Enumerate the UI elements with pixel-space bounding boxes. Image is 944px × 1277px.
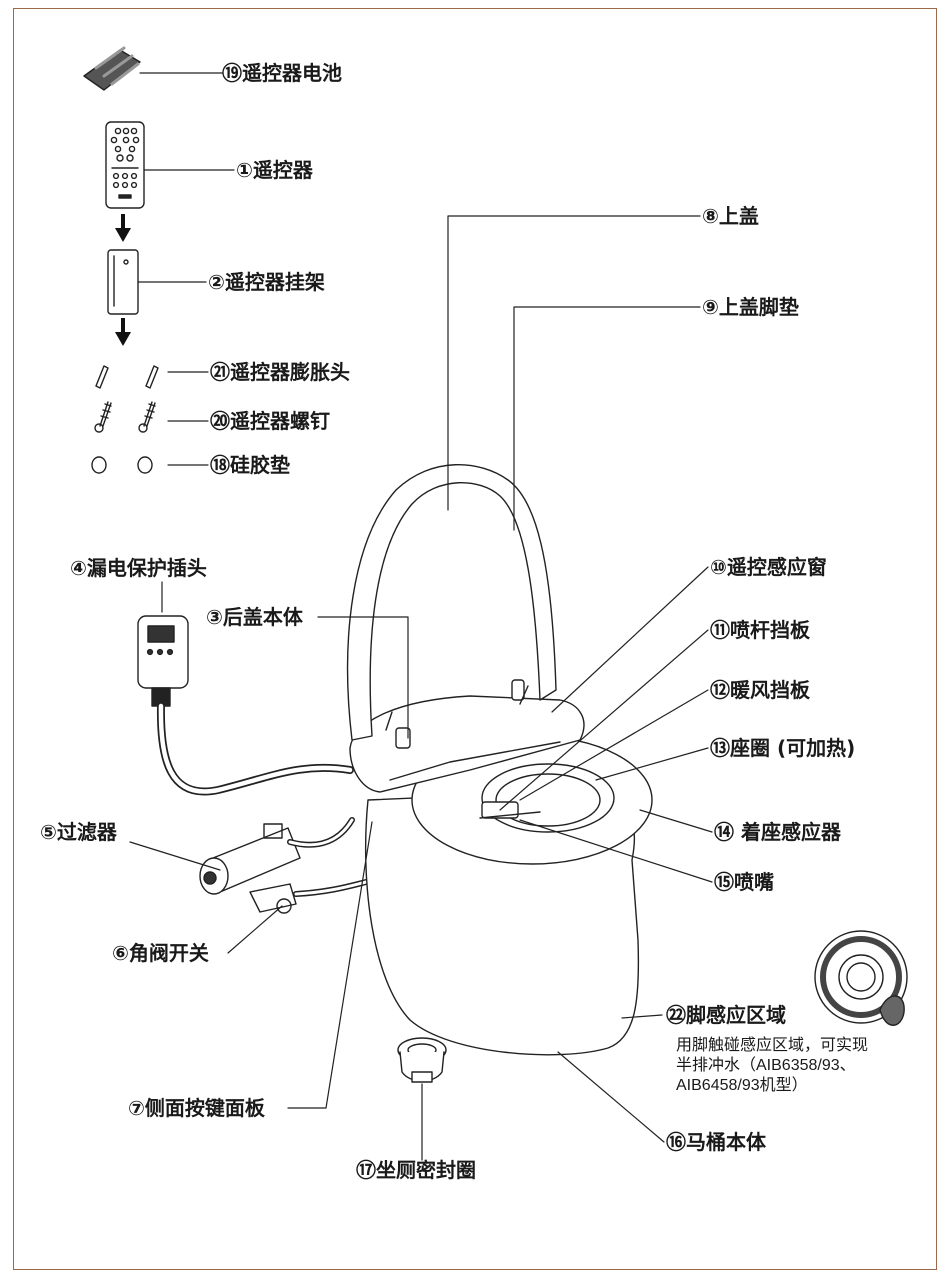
label-foot-sensor-area: ㉒脚感应区域 bbox=[666, 1003, 786, 1027]
leakage-plug-icon bbox=[137, 615, 354, 796]
label-nozzle: ⑮喷嘴 bbox=[714, 870, 774, 894]
label-lid-foot-pad: ⑨上盖脚垫 bbox=[702, 295, 799, 319]
label-angle-valve: ⑥角阀开关 bbox=[112, 941, 209, 965]
label-spray-bar-baffle: ⑪喷杆挡板 bbox=[710, 618, 810, 642]
label-silicone-pad: ⑱硅胶垫 bbox=[210, 453, 290, 477]
label-warm-air-baffle: ⑫暖风挡板 bbox=[710, 678, 810, 702]
note-line-1: 用脚触碰感应区域，可实现 bbox=[676, 1037, 869, 1054]
label-remote-anchor: ㉑遥控器膨胀头 bbox=[210, 360, 350, 384]
holder-icon bbox=[107, 249, 139, 315]
label-remote-screw: ⑳遥控器螺钉 bbox=[210, 409, 330, 433]
toilet-body bbox=[346, 464, 653, 1056]
label-filter: ⑤过滤器 bbox=[40, 820, 117, 844]
pad-icon bbox=[91, 456, 153, 474]
label-seat-sensor: ⑭ 着座感应器 bbox=[714, 820, 841, 844]
screw-icon bbox=[94, 401, 156, 433]
label-remote-holder: ②遥控器挂架 bbox=[208, 270, 325, 294]
label-seal-ring: ⑰坐厕密封圈 bbox=[356, 1158, 476, 1182]
remote-control-icon bbox=[105, 121, 145, 209]
page-frame bbox=[13, 8, 937, 1270]
angle-valve-icon bbox=[249, 879, 369, 914]
anchor-icon bbox=[95, 365, 159, 389]
foot-sensor-icon bbox=[814, 930, 908, 1026]
note-line-2: 半排冲水（AIB6358/93、 bbox=[676, 1057, 856, 1074]
label-remote-battery: ⑲遥控器电池 bbox=[222, 61, 342, 85]
label-remote-sensor-window: ⑩遥控感应窗 bbox=[710, 555, 827, 579]
arrow-down-icon bbox=[115, 318, 131, 346]
seal-ring-icon bbox=[397, 1037, 447, 1083]
arrow-down-icon bbox=[115, 214, 131, 242]
leader-lines bbox=[129, 72, 713, 1161]
label-toilet-body: ⑯马桶本体 bbox=[666, 1130, 766, 1154]
note-line-3: AIB6458/93机型） bbox=[676, 1077, 808, 1094]
label-heated-seat: ⑬座圈 (可加热) bbox=[710, 736, 856, 760]
label-side-button-panel: ⑦侧面按键面板 bbox=[128, 1096, 265, 1120]
label-top-lid: ⑧上盖 bbox=[702, 204, 759, 228]
filter-icon bbox=[199, 817, 355, 895]
battery-icon bbox=[83, 46, 141, 91]
label-remote-control: ①遥控器 bbox=[236, 158, 313, 182]
label-leakage-plug: ④漏电保护插头 bbox=[70, 556, 207, 580]
label-rear-cover: ③后盖本体 bbox=[206, 605, 303, 629]
foot-sensor-note: 用脚触碰感应区域，可实现 半排冲水（AIB6358/93、 AIB6458/93… bbox=[676, 1036, 868, 1096]
